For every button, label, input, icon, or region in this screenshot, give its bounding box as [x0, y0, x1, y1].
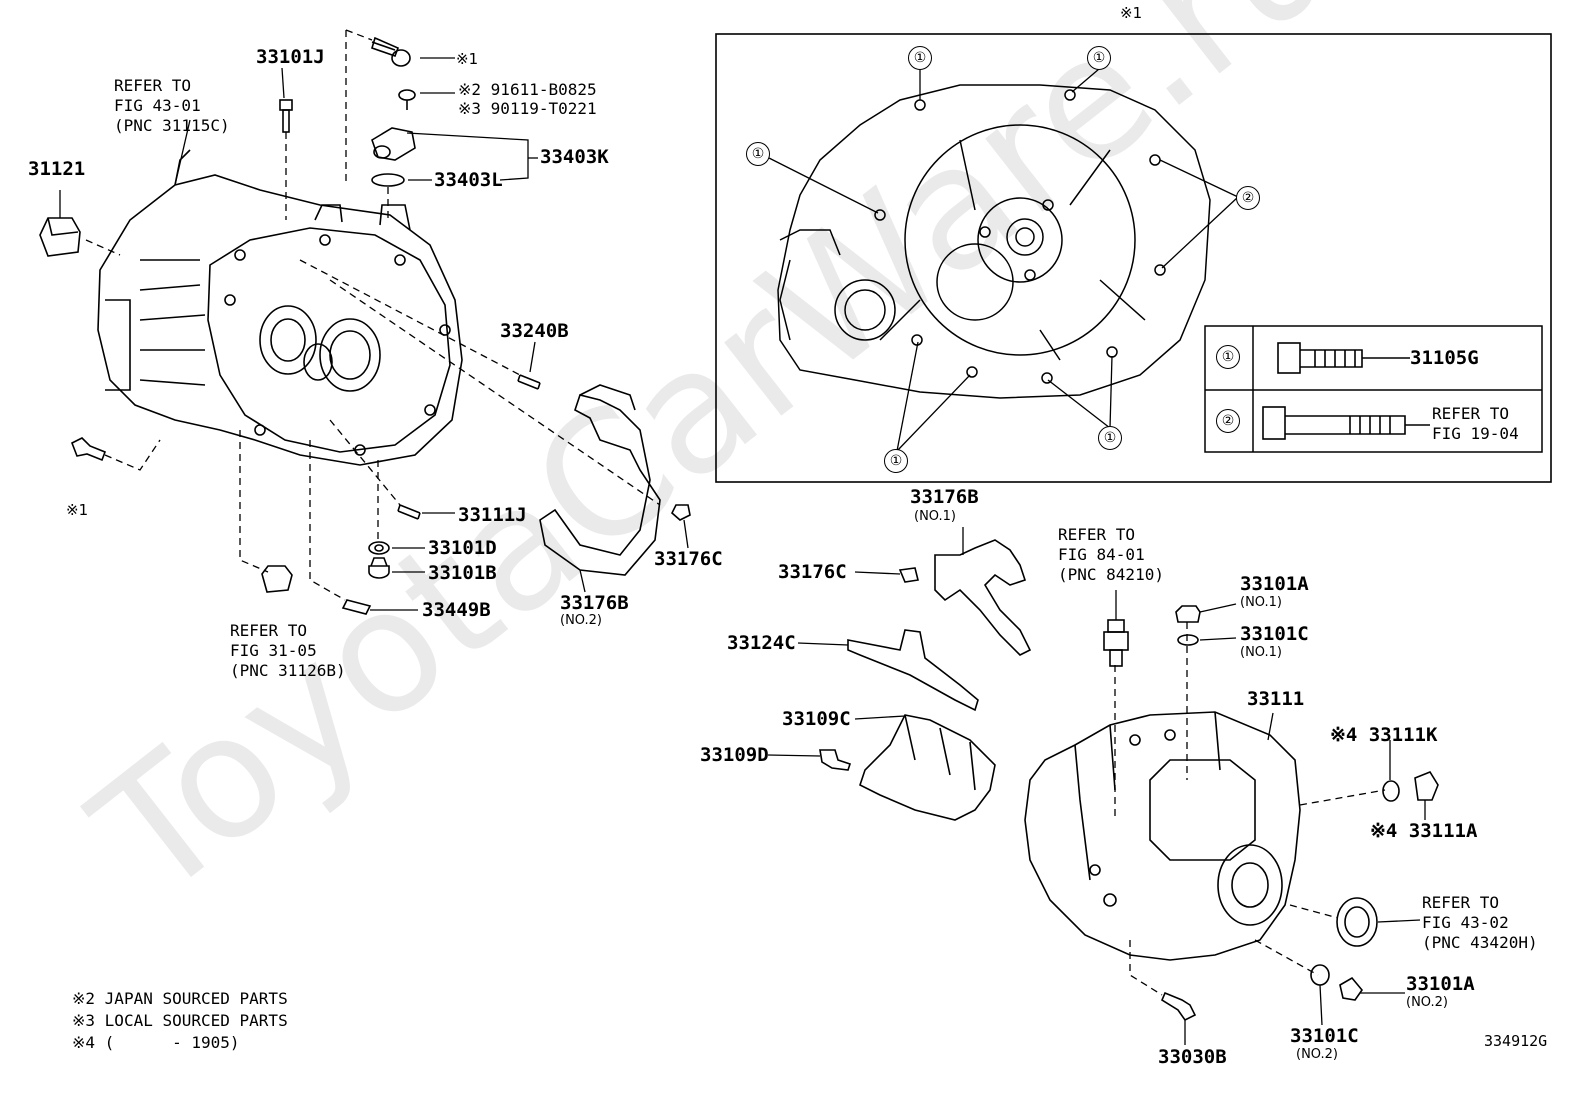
sleeve-33403K-drawing — [371, 127, 416, 161]
bolt-33176C-a-drawing — [671, 504, 691, 521]
label-31121: 31121 — [28, 158, 86, 180]
inset-header: ※1 — [1120, 4, 1143, 22]
refer-fig-31-05: REFER TO FIG 31-05 (PNC 31126B) — [230, 621, 346, 680]
label-33240B: 33240B — [500, 320, 569, 342]
label-33176B-no1: 33176B — [910, 486, 979, 508]
bolt-table-refer-19-04: REFER TO FIG 19-04 — [1432, 404, 1519, 443]
bolt-33030B-drawing — [1160, 991, 1197, 1022]
oring-33403L-drawing — [371, 173, 405, 187]
label-33101J: 33101J — [256, 46, 325, 68]
bolt-left-drawing — [70, 437, 107, 462]
label-33030B: 33030B — [1158, 1046, 1227, 1068]
bolt-33176C-b-drawing — [898, 567, 919, 583]
transaxle-housing-drawing — [97, 149, 463, 466]
washer-33111K-drawing — [1382, 780, 1400, 802]
label-33124C: 33124C — [727, 632, 796, 654]
label-33101C-no1-sub: (NO.1) — [1240, 645, 1282, 660]
note-date-range: ※4 ( - 1905) — [72, 1033, 240, 1052]
plug-31121-drawing — [39, 217, 81, 257]
label-33111J: 33111J — [458, 504, 527, 526]
label-33176C-b: 33176C — [778, 561, 847, 583]
cover-33176B-no2-drawing — [539, 384, 661, 576]
label-33109C: 33109C — [782, 708, 851, 730]
callout-1: ① — [1087, 46, 1111, 70]
sensor-84210-drawing — [1103, 619, 1129, 667]
diagram-code: 334912G — [1484, 1032, 1548, 1050]
bolt-table-part-31105G: 31105G — [1410, 347, 1479, 369]
label-33111A: ※4 33111A — [1370, 820, 1478, 842]
bolt-small-drawing — [398, 89, 416, 110]
label-33109D: 33109D — [700, 744, 769, 766]
bolt-table-key-1: ① — [1216, 345, 1240, 369]
label-33176C-a: 33176C — [654, 548, 723, 570]
bolt-31105G-drawing — [1277, 342, 1410, 374]
label-33101D: 33101D — [428, 537, 497, 559]
bolt-refer-19-04-drawing — [1262, 406, 1430, 440]
bolt-33109D-drawing — [819, 749, 852, 771]
label-33176B-no1-sub: (NO.1) — [914, 509, 956, 524]
label-33101A-no1-sub: (NO.1) — [1240, 595, 1282, 610]
refer-fig-43-01: REFER TO FIG 43-01 (PNC 31115C) — [114, 76, 230, 135]
pin-33240B-drawing — [517, 374, 541, 390]
callout-1: ① — [746, 142, 770, 166]
label-33111: 33111 — [1247, 688, 1305, 710]
callout-1: ① — [1098, 426, 1122, 450]
transmission-case-33111-drawing — [1024, 711, 1301, 961]
bolt-top-drawing — [371, 36, 411, 67]
label-33449B: 33449B — [422, 599, 491, 621]
label-33176B-no2: 33176B — [560, 592, 629, 614]
label-33176B-no2-sub: (NO.2) — [560, 613, 602, 628]
label-x1-top: ※1 — [456, 50, 479, 68]
shield-33109C-drawing — [859, 714, 996, 821]
washer-33101D-drawing — [368, 541, 390, 555]
label-33403K: 33403K — [540, 146, 609, 168]
washer-33101C-no2-drawing — [1310, 964, 1330, 986]
pin-33111J-drawing — [397, 504, 421, 520]
label-33101B: 33101B — [428, 562, 497, 584]
note-japan-sourced: ※2 JAPAN SOURCED PARTS — [72, 989, 288, 1008]
plate-33124C-drawing — [847, 629, 979, 712]
bracket-33176B-no1-drawing — [934, 539, 1032, 656]
bolt-table-key-2: ② — [1216, 409, 1240, 433]
label-33101A-no2-sub: (NO.2) — [1406, 995, 1448, 1010]
label-33403L: 33403L — [434, 169, 503, 191]
label-33101A-no2: 33101A — [1406, 973, 1475, 995]
label-x2-91611-B0825: ※2 91611-B0825 — [458, 80, 597, 99]
label-x3-90119-T0221: ※3 90119-T0221 — [458, 99, 597, 118]
plug-33101B-drawing — [368, 557, 390, 579]
callout-1: ① — [884, 449, 908, 473]
label-33101A-no1: 33101A — [1240, 573, 1309, 595]
refer-fig-84-01: REFER TO FIG 84-01 (PNC 84210) — [1058, 525, 1164, 584]
callout-2: ② — [1236, 186, 1260, 210]
note-local-sourced: ※3 LOCAL SOURCED PARTS — [72, 1011, 288, 1030]
label-33101C-no1: 33101C — [1240, 623, 1309, 645]
stud-33101J-drawing — [279, 99, 293, 133]
label-x1-left: ※1 — [66, 501, 89, 519]
label-33111K: ※4 33111K — [1330, 724, 1438, 746]
label-33101C-no2-sub: (NO.2) — [1296, 1047, 1338, 1062]
refer-fig-43-02: REFER TO FIG 43-02 (PNC 43420H) — [1422, 893, 1538, 952]
plug-33101A-no1-drawing — [1175, 605, 1201, 623]
inset-housing-drawing — [777, 84, 1211, 399]
gasket-33449B-drawing — [341, 599, 372, 615]
plug-33101A-no2-drawing — [1339, 976, 1364, 1001]
callout-1: ① — [908, 46, 932, 70]
plug-refer-31-05-drawing — [261, 565, 293, 593]
label-33101C-no2: 33101C — [1290, 1025, 1359, 1047]
washer-33101C-no1-drawing — [1177, 634, 1199, 646]
oil-seal-drawing — [1336, 897, 1378, 947]
plug-33111A-drawing — [1414, 771, 1439, 801]
